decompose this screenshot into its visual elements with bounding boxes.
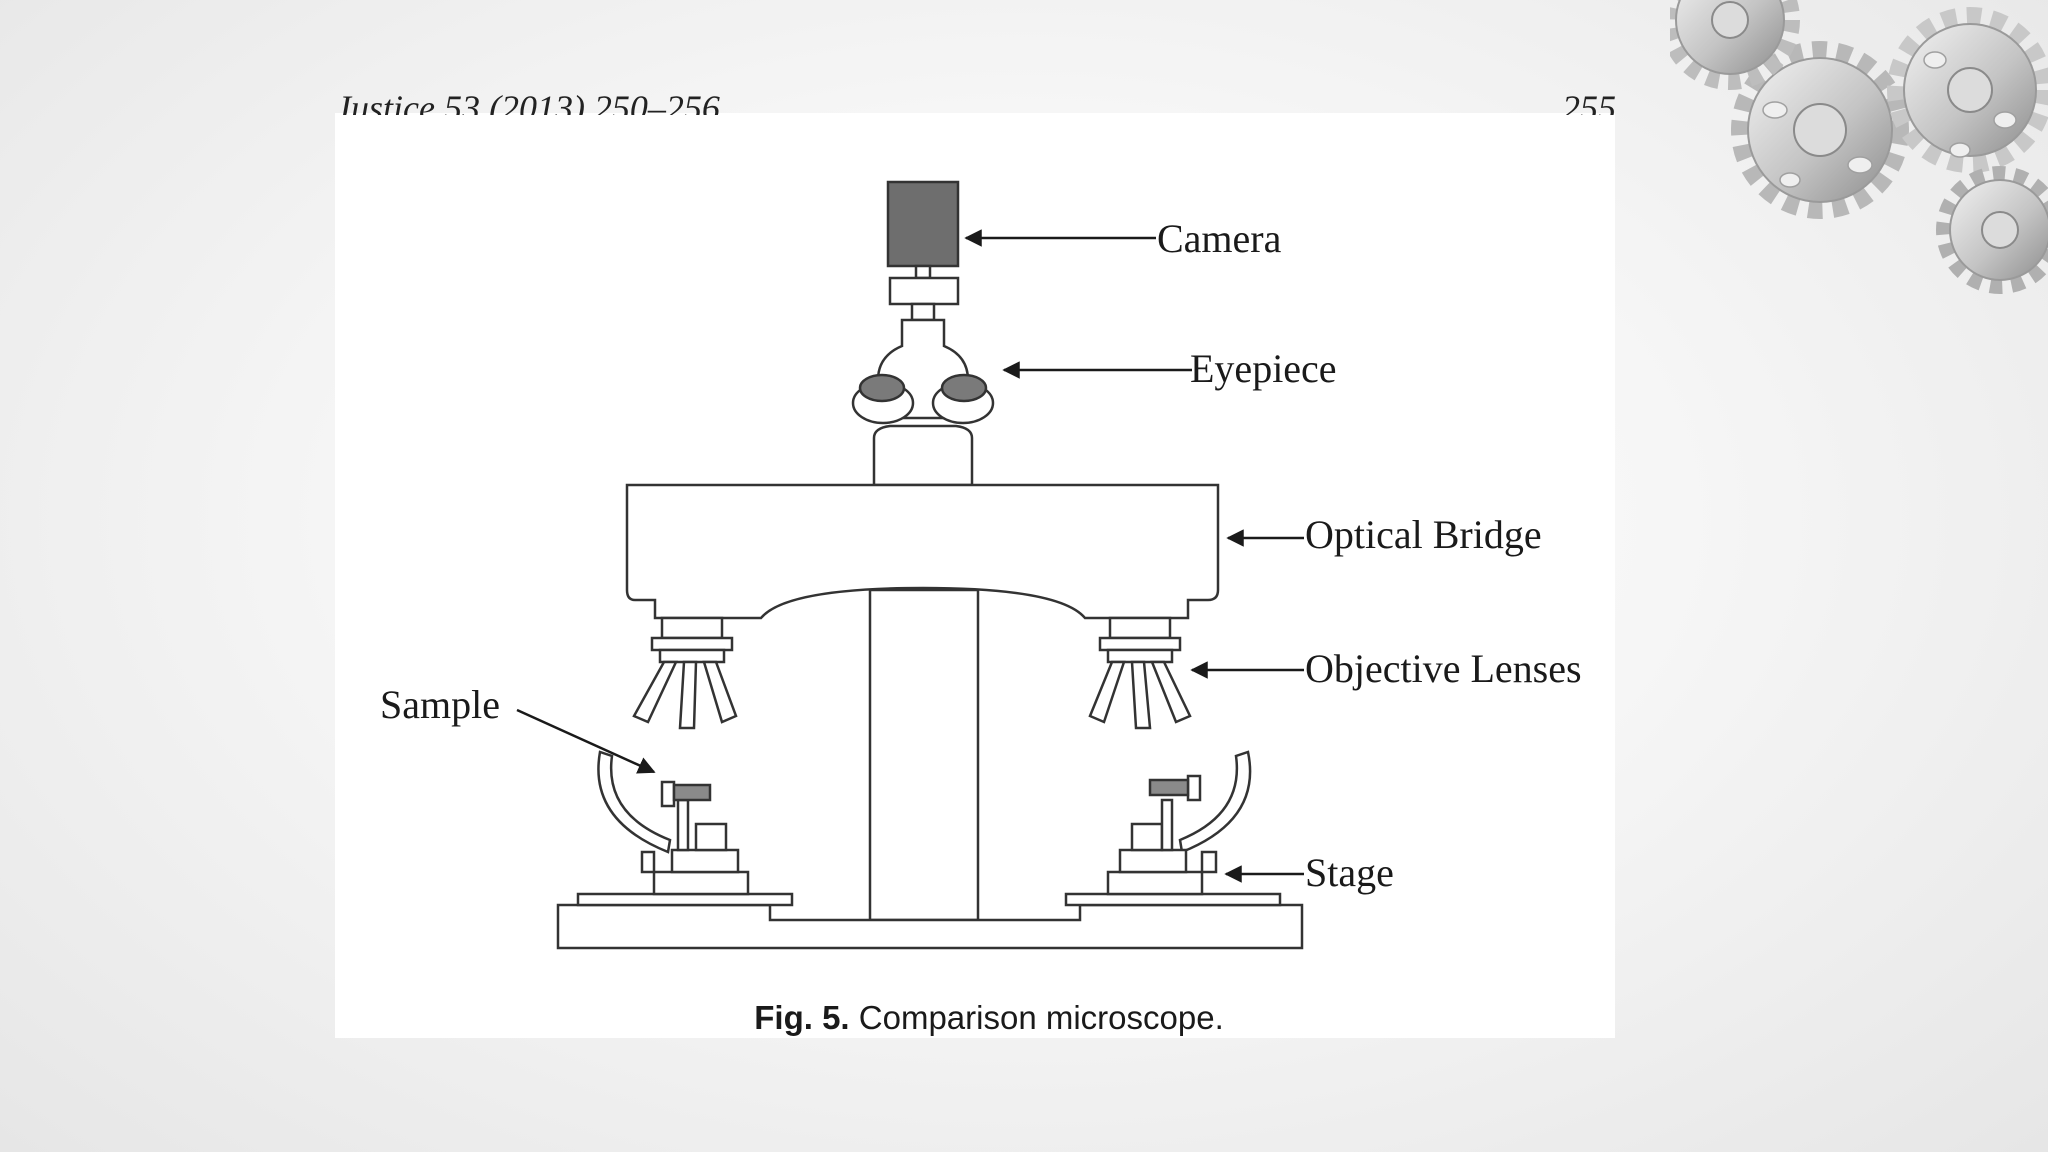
left-stage-sample xyxy=(672,783,712,802)
right-stage-arc xyxy=(1178,750,1252,854)
eyepiece-label: Eyepiece xyxy=(1190,346,1337,391)
left-objective-c xyxy=(702,660,738,724)
right-objective-plate xyxy=(1098,636,1182,652)
right-stage-sample xyxy=(1148,778,1190,797)
objective-lenses-label: Objective Lenses xyxy=(1305,646,1582,691)
journal-header: Justice 53 (2013) 250–256 xyxy=(335,90,720,115)
camera-neck xyxy=(914,264,932,280)
right-objective-mount xyxy=(1108,616,1172,640)
right-stage-block-top xyxy=(1130,822,1164,852)
sample-arrow xyxy=(516,708,656,774)
eyepiece-right-lens xyxy=(940,373,988,403)
right-objective-b xyxy=(1130,660,1152,730)
right-stage-knob xyxy=(1200,850,1218,874)
left-stage-knob xyxy=(640,850,656,874)
left-objective-a xyxy=(632,660,678,724)
left-objective-b xyxy=(678,660,698,730)
left-objective-plate xyxy=(650,636,734,652)
camera-collar xyxy=(910,302,936,322)
page-number: 255 xyxy=(1562,90,1616,115)
left-objective-mount xyxy=(660,616,724,640)
right-stage-platform xyxy=(1064,892,1282,907)
right-stage-post xyxy=(1160,798,1174,852)
eyepiece-tube xyxy=(872,424,974,487)
right-objective-c xyxy=(1150,660,1192,724)
eyepiece-left-lens xyxy=(858,373,906,403)
left-stage-arc xyxy=(597,750,672,854)
left-stage-block-top xyxy=(694,822,728,852)
right-stage-block-base xyxy=(1106,870,1204,896)
camera-body xyxy=(886,180,960,268)
camera-label: Camera xyxy=(1157,216,1282,261)
right-stage-block-mid xyxy=(1118,848,1188,874)
camera-mount xyxy=(888,276,960,306)
central-pillar xyxy=(868,588,980,922)
figure-caption-label: Fig. 5. xyxy=(754,999,850,1036)
right-objective-ring xyxy=(1106,648,1174,664)
microscope-base xyxy=(556,903,1304,950)
figure-caption-text: Comparison microscope. xyxy=(858,999,1224,1036)
right-stage-sample-holder xyxy=(1186,774,1202,802)
stage-label: Stage xyxy=(1305,850,1394,895)
figure-caption: Fig. 5. Comparison microscope. xyxy=(0,999,1978,1037)
left-objective-ring xyxy=(658,648,726,664)
sample-label: Sample xyxy=(380,682,500,727)
optical-bridge xyxy=(625,483,1220,620)
left-stage-sample-holder xyxy=(660,780,676,808)
left-stage-block-base xyxy=(652,870,750,896)
gears-icon xyxy=(1670,0,2048,294)
left-stage-block-mid xyxy=(670,848,740,874)
optical-bridge-label: Optical Bridge xyxy=(1305,512,1542,557)
left-stage-post xyxy=(676,798,690,852)
left-stage-platform xyxy=(576,892,794,907)
right-objective-a xyxy=(1088,660,1126,724)
